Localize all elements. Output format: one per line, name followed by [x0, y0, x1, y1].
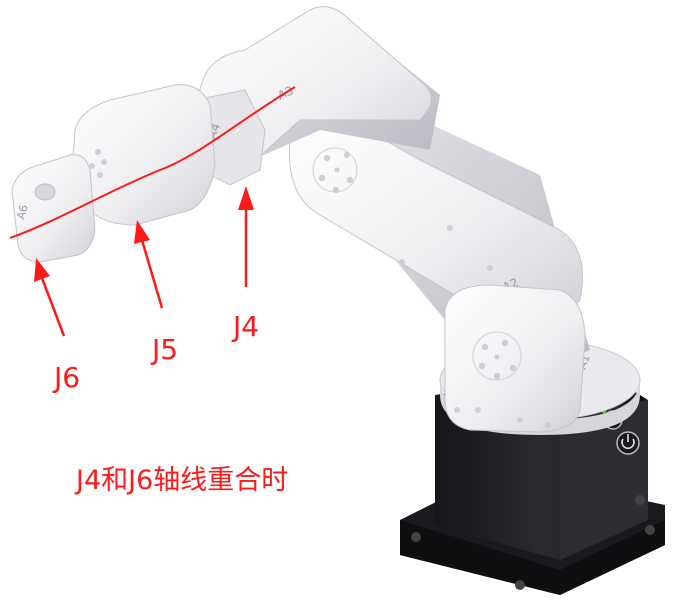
label-j4: J4 [233, 310, 260, 343]
arrow-j4 [238, 186, 254, 287]
arrow-j5 [134, 220, 164, 309]
label-j5: J5 [152, 333, 179, 366]
shoulder-housing [444, 284, 586, 433]
joint-axis-line [9, 86, 296, 239]
link-mark-a6: A6 [14, 203, 30, 220]
label-j6: J6 [54, 361, 81, 394]
power-icon[interactable] [621, 434, 635, 450]
end-effector: A6 [11, 154, 96, 263]
arrow-j6 [34, 258, 66, 337]
caption: J4和J6轴线重合时 [76, 465, 289, 496]
j2-hub-screws [312, 147, 358, 194]
